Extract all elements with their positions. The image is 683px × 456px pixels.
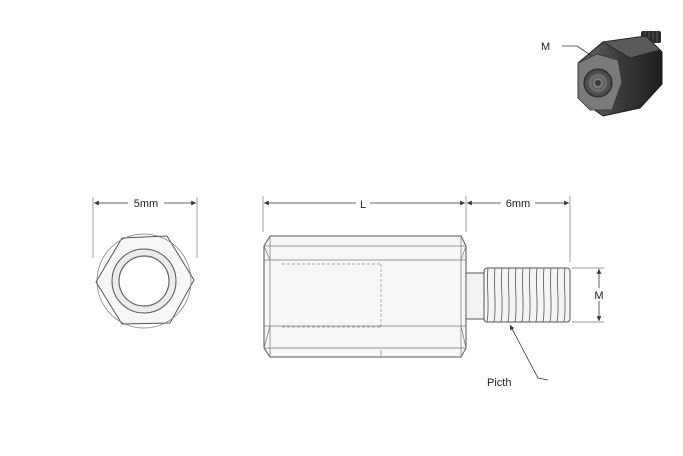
iso-top-face: [601, 35, 661, 59]
thread-diameter-label: M: [594, 290, 603, 302]
iso-thread-leader: [562, 45, 593, 57]
stud-neck: [465, 272, 485, 320]
isometric-view: M: [541, 31, 663, 117]
chamfer-circle: [96, 233, 192, 329]
thread-crests: [486, 267, 566, 323]
width-dimension-label: 5mm: [134, 198, 158, 210]
end-view: 5mm: [92, 196, 198, 329]
length-dimension-label: L: [360, 199, 366, 211]
threaded-stud: [483, 267, 571, 323]
pitch-leader: [509, 324, 549, 381]
iso-thread-label: M: [541, 41, 550, 53]
thread-length-dimension-label: 6mm: [506, 198, 530, 210]
side-view: L 6mm: [262, 196, 606, 389]
hex-body-outline: [263, 235, 467, 358]
pitch-label: Picth: [487, 377, 511, 389]
